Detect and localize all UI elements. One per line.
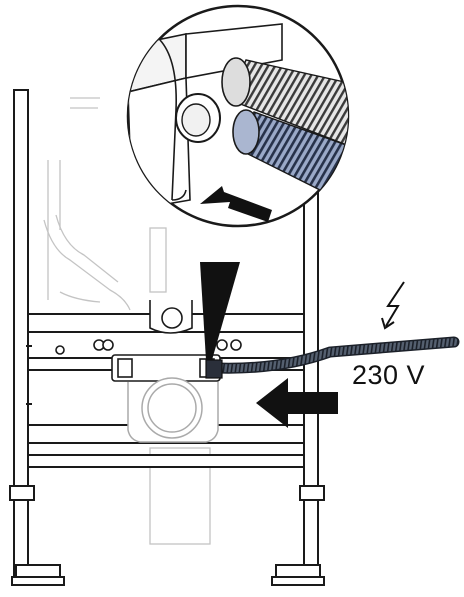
lightning-bolt-icon: [381, 281, 405, 330]
zoom-detail: [126, 4, 350, 228]
voltage-label: 230 V: [352, 360, 426, 390]
frame-left-post: [9, 89, 65, 586]
drain-elbow: [127, 377, 219, 443]
power-cable: [205, 336, 460, 379]
zoom-pointer: [200, 262, 240, 360]
post-marks: [26, 345, 32, 405]
cistern-fittings: [55, 300, 242, 382]
background-pipework: [43, 97, 211, 545]
insert-arrow-icon: [200, 186, 272, 222]
arrow-right-icon: [256, 378, 338, 428]
